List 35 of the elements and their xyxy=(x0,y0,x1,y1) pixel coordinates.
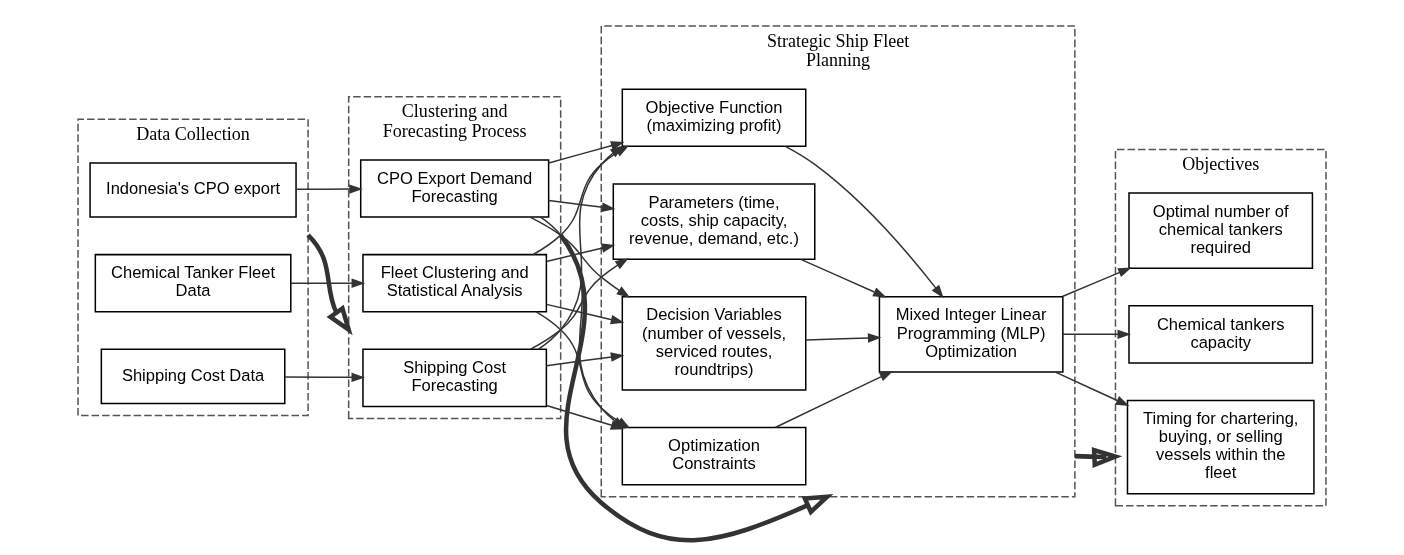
arrow xyxy=(1062,329,1132,340)
arrow xyxy=(805,333,882,343)
arrow xyxy=(547,199,616,212)
arrow xyxy=(1061,267,1132,298)
node-box: Optimal number of chemical tankers required xyxy=(1128,192,1314,269)
arrow xyxy=(284,372,366,383)
arrow xyxy=(296,184,363,194)
arrow xyxy=(1054,371,1130,406)
arrow xyxy=(1074,446,1123,469)
node-box: Fleet Clustering and Statistical Analysis xyxy=(362,253,548,313)
arrow xyxy=(545,303,625,325)
node-box: Indonesia's CPO export xyxy=(89,162,297,218)
arrow xyxy=(306,233,353,336)
node-box: Optimization Constraints xyxy=(621,426,807,486)
arrow xyxy=(537,145,624,350)
node-box: Timing for chartering, buying, or selling vessels within the fleet xyxy=(1126,399,1315,495)
arrow xyxy=(547,141,625,164)
node-box: Decision Variables (number of vessels, serviced routes, roundtrips) xyxy=(621,295,807,391)
arrow xyxy=(290,278,366,288)
node-box: CPO Export Demand Forecasting xyxy=(359,159,550,218)
node-box: Mixed Integer Linear Programming (MLP) Optimization xyxy=(878,295,1064,373)
arrow xyxy=(775,370,894,428)
node-box: Chemical tankers capacity xyxy=(1128,305,1314,364)
arrow xyxy=(545,243,616,263)
arrow xyxy=(800,258,887,298)
node-box: Objective Function (maximizing profit) xyxy=(621,88,807,148)
arrow xyxy=(529,258,629,351)
node-box: Parameters (time, costs, ship capacity, revenue, demand, etc.) xyxy=(612,183,816,260)
arrow xyxy=(558,233,834,543)
arrow xyxy=(529,216,631,298)
node-box: Shipping Cost Forecasting xyxy=(362,348,548,408)
node-box: Chemical Tanker Fleet Data xyxy=(94,253,292,313)
node-box: Shipping Cost Data xyxy=(100,348,286,405)
arrow xyxy=(545,352,625,367)
arrow xyxy=(785,145,944,299)
